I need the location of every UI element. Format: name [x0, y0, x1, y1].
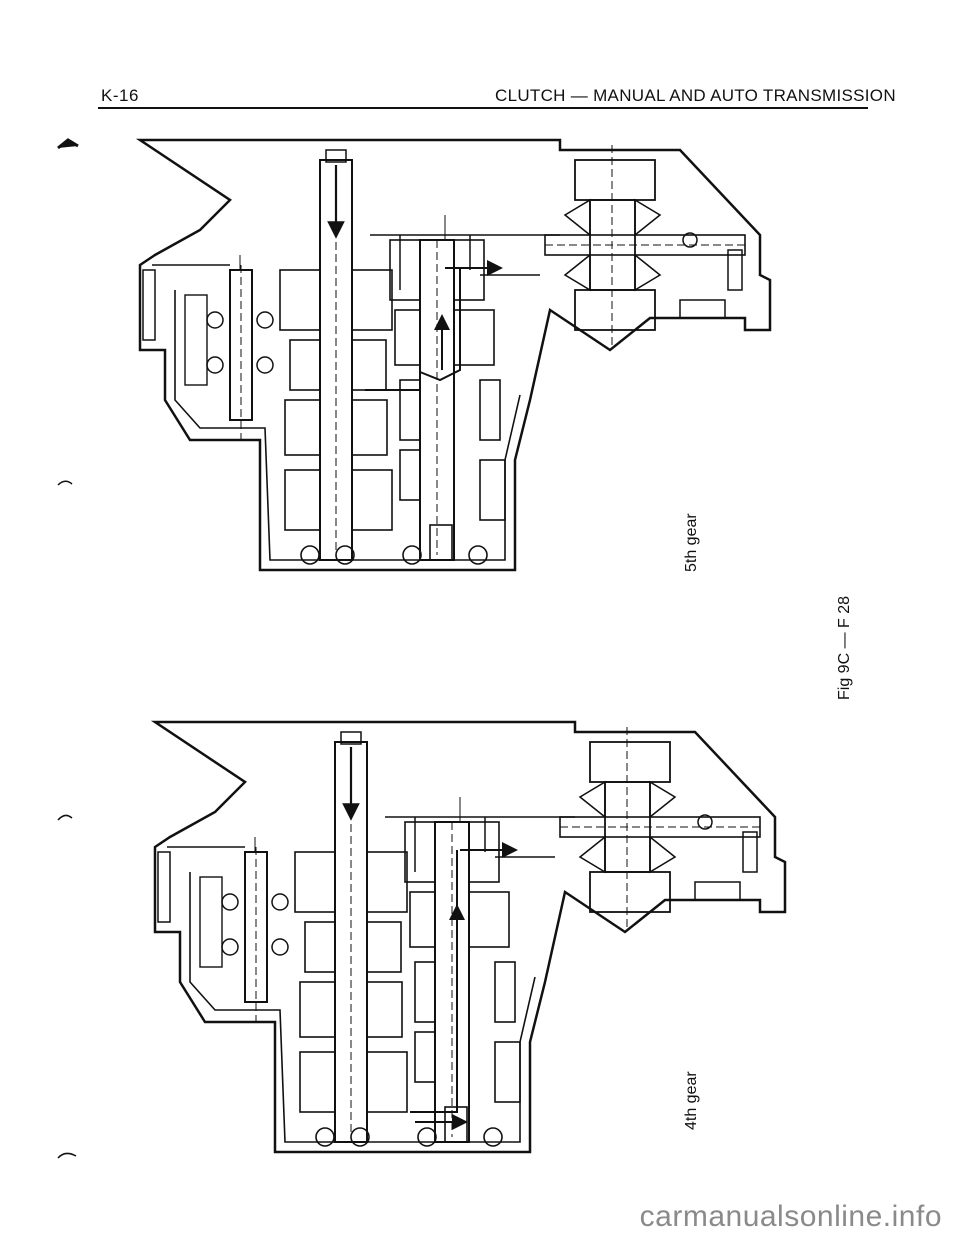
figure-reference: Fig 9C — F 28: [836, 595, 853, 700]
figure-caption-5th-gear: 5th gear: [683, 513, 700, 572]
header-rule: [98, 107, 868, 109]
page-title: CLUTCH — MANUAL AND AUTO TRANSMISSION: [495, 86, 896, 105]
watermark: carmanualsonline.info: [639, 1200, 942, 1233]
fifth-gear-drawing: [138, 138, 772, 572]
figure-caption-4th-gear: 4th gear: [683, 1071, 700, 1130]
page-number: K-16: [101, 86, 139, 105]
fourth-gear-drawing: [153, 720, 787, 1154]
